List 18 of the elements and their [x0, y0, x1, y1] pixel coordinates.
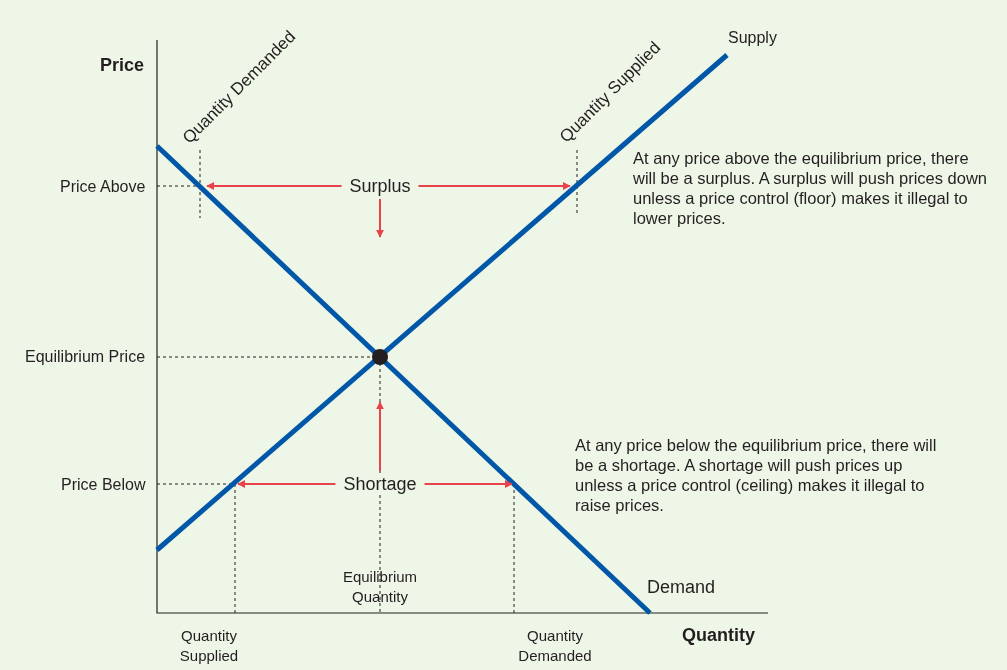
quantity-label: Quantity Demanded — [517, 626, 593, 666]
arrow — [376, 401, 384, 472]
arrow — [206, 182, 343, 190]
price-label: Equilibrium Price — [25, 347, 146, 367]
price-label: Price Above — [60, 177, 146, 197]
curve-label: Demand — [647, 577, 716, 597]
quantity-label: Equilibrium Quantity — [341, 567, 419, 607]
axis-title: Price — [100, 55, 145, 75]
note-text: At any price below the equilibrium price, there will be a shortage. A shortage will push prices up unless a price control (ceiling) makes it illegal to raise prices. — [575, 435, 938, 515]
quantity-label: Quantity Supplied — [178, 626, 240, 666]
arrow — [237, 480, 337, 488]
arrow — [376, 198, 384, 238]
note-text: At any price above the equilibrium price, there will be a surplus. A surplus will push prices down unless a price control (floor) makes it illegal to lower prices. — [633, 148, 988, 228]
axis-title: Quantity — [682, 625, 755, 645]
arrow — [417, 182, 571, 190]
curve-label: Supply — [728, 28, 777, 48]
price-label: Price Below — [61, 475, 146, 495]
arrow — [423, 480, 513, 488]
